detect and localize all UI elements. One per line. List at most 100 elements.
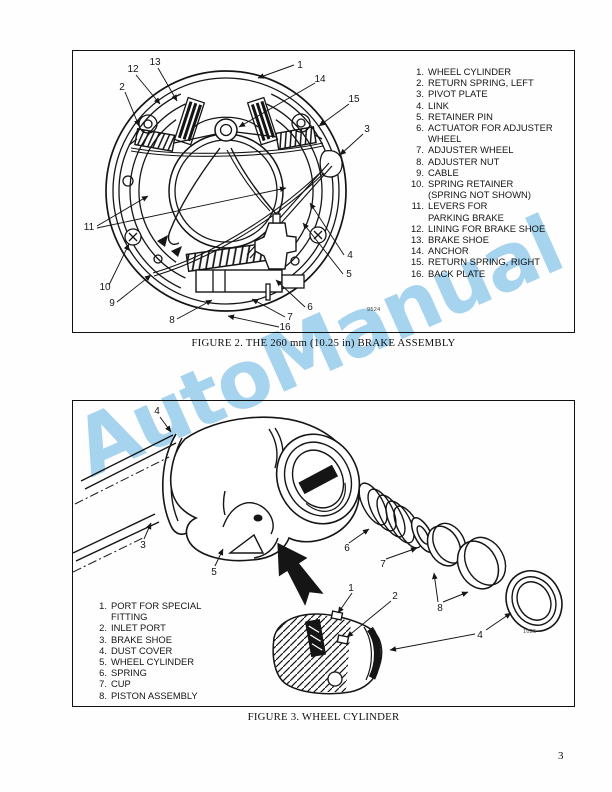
part-number: 4. <box>416 99 424 111</box>
parking-lever-right <box>230 147 278 216</box>
callout-6: 6 <box>307 302 313 313</box>
part-number: 16. <box>410 267 424 279</box>
callout-4-right: 4 <box>477 630 483 641</box>
page-number: 3 <box>558 750 564 762</box>
part-item: 15.RETURN SPRING, RIGHT <box>409 256 553 267</box>
part-number: 13. <box>410 234 424 246</box>
part-item: 8. PISTON ASSEMBLY <box>97 690 201 701</box>
part-number: 11. <box>411 200 424 212</box>
return-spring-left <box>134 128 176 152</box>
parking-cable <box>152 169 324 274</box>
part-number: 1. <box>99 600 107 611</box>
part-label: RETURN SPRING, LEFT <box>428 77 534 89</box>
callout-1: 1 <box>297 60 303 71</box>
piston-1 <box>426 522 467 567</box>
part-number: 8. <box>99 689 107 701</box>
callout-2: 2 <box>392 591 398 602</box>
callout-13: 13 <box>149 57 161 68</box>
part-label: ACTUATOR FOR ADJUSTER WHEEL <box>428 122 553 145</box>
part-label: WHEEL CYLINDER <box>111 656 195 668</box>
callout-14: 14 <box>314 74 326 85</box>
part-item: 10. SPRING RETAINER (SPRING NOT SHOWN) <box>409 178 553 200</box>
part-item: 5.WHEEL CYLINDER <box>97 656 201 667</box>
callout-5: 5 <box>211 567 217 578</box>
figure2-drawing-id: 9524 <box>367 307 381 313</box>
figure3-drawing-id: 1025 <box>523 629 537 635</box>
figure2-parts-list: 1. WHEEL CYLINDER 2. RETURN SPRING, LEFT 3… <box>409 66 553 279</box>
callout-7: 7 <box>287 312 293 323</box>
part-label: SPRING RETAINER (SPRING NOT SHOWN) <box>428 178 531 201</box>
part-label: CUP <box>111 678 131 690</box>
spring <box>358 482 423 549</box>
callout-16: 16 <box>279 322 291 333</box>
callout-2: 2 <box>119 82 125 93</box>
figure2-caption: FIGURE 2. THE 260 mm (10.25 in) BRAKE AS… <box>191 337 456 349</box>
figure3-parts-list: 1.PORT FOR SPECIAL FITTING 2.INLET PORT … <box>97 600 201 701</box>
callout-10: 10 <box>99 282 111 293</box>
callout-4: 4 <box>347 250 353 261</box>
piston-2 <box>456 536 507 590</box>
part-item: 1.PORT FOR SPECIAL FITTING <box>97 600 201 622</box>
callout-8: 8 <box>437 603 443 614</box>
anchor-pin <box>214 118 238 142</box>
part-label: PIVOT PLATE <box>428 88 488 100</box>
pivot-plate <box>319 149 343 178</box>
part-number: 10. <box>410 178 424 190</box>
figure2-callout-labels: 1 2 3 4 5 6 7 8 9 10 11 12 13 14 15 16 <box>84 57 370 333</box>
left-lining-arc <box>118 93 182 289</box>
part-number: 9. <box>416 166 424 178</box>
part-number: 1. <box>416 66 424 77</box>
part-label: PISTON ASSEMBLY <box>111 689 198 701</box>
cross-section <box>272 610 383 695</box>
callout-3: 3 <box>364 124 370 135</box>
direction-arrow <box>277 542 324 606</box>
part-number: 3. <box>416 88 424 100</box>
part-item: 3. PIVOT PLATE <box>409 88 553 99</box>
part-label: DUST COVER <box>111 644 173 656</box>
callout-9: 9 <box>109 298 115 309</box>
part-label: WHEEL CYLINDER <box>428 66 512 77</box>
part-label: RETAINER PIN <box>428 110 493 122</box>
adjuster-actuator <box>254 222 297 270</box>
part-number: 14. <box>410 245 424 257</box>
callout-6: 6 <box>344 543 350 554</box>
part-item: 8. ADJUSTER NUT <box>409 156 553 167</box>
parking-lever-left <box>167 147 221 245</box>
back-plate-outline <box>105 70 347 312</box>
part-item: 3.BRAKE SHOE <box>97 634 201 645</box>
part-number: 6. <box>416 122 424 134</box>
figure3-box: 4 3 5 1 2 6 7 8 4 1.PORT FOR SPECIAL FIT… <box>72 400 575 707</box>
part-number: 5. <box>416 110 424 122</box>
figure3-wheel-cylinder-drawing: 4 3 5 1 2 6 7 8 4 <box>73 406 563 695</box>
figure3-caption: FIGURE 3. WHEEL CYLINDER <box>247 711 400 723</box>
part-label: ADJUSTER NUT <box>428 155 500 167</box>
part-number: 8. <box>416 155 424 167</box>
part-item: 9. CABLE <box>409 167 553 178</box>
part-label: RETURN SPRING, RIGHT <box>428 256 540 268</box>
part-label: INLET PORT <box>111 622 166 634</box>
part-number: 2. <box>416 77 424 89</box>
figure2-leader-lines <box>96 64 364 328</box>
dust-cover-ring <box>505 570 563 632</box>
part-item: 4.LINK <box>409 100 553 111</box>
adjuster-pin <box>265 283 271 301</box>
figure2-box: 1 2 3 4 5 6 7 8 9 10 11 12 13 14 15 16 1… <box>72 50 575 333</box>
dust-cover-left <box>162 433 191 535</box>
brake-shoe-edge-lower <box>73 513 160 562</box>
part-label: CABLE <box>428 166 459 178</box>
callout-11: 11 <box>84 222 95 233</box>
callout-5: 5 <box>346 269 352 280</box>
part-number: 3. <box>99 633 107 645</box>
part-number: 7. <box>99 678 107 690</box>
figure3-callout-labels: 4 3 5 1 2 6 7 8 4 <box>140 406 483 641</box>
right-shoe-bracket <box>246 96 279 146</box>
brake-assembly-geometry <box>105 70 347 312</box>
part-item: 2.INLET PORT <box>97 622 201 633</box>
part-item: 6. SPRING <box>97 667 201 678</box>
part-label: BACK PLATE <box>428 267 486 279</box>
part-number: 6. <box>99 667 107 679</box>
part-label: ANCHOR <box>428 245 469 257</box>
figure2-brake-assembly-drawing: 1 2 3 4 5 6 7 8 9 10 11 12 13 14 15 16 <box>84 57 370 333</box>
part-label: SPRING <box>111 667 147 679</box>
brake-shoe-edge-upper <box>80 434 177 490</box>
